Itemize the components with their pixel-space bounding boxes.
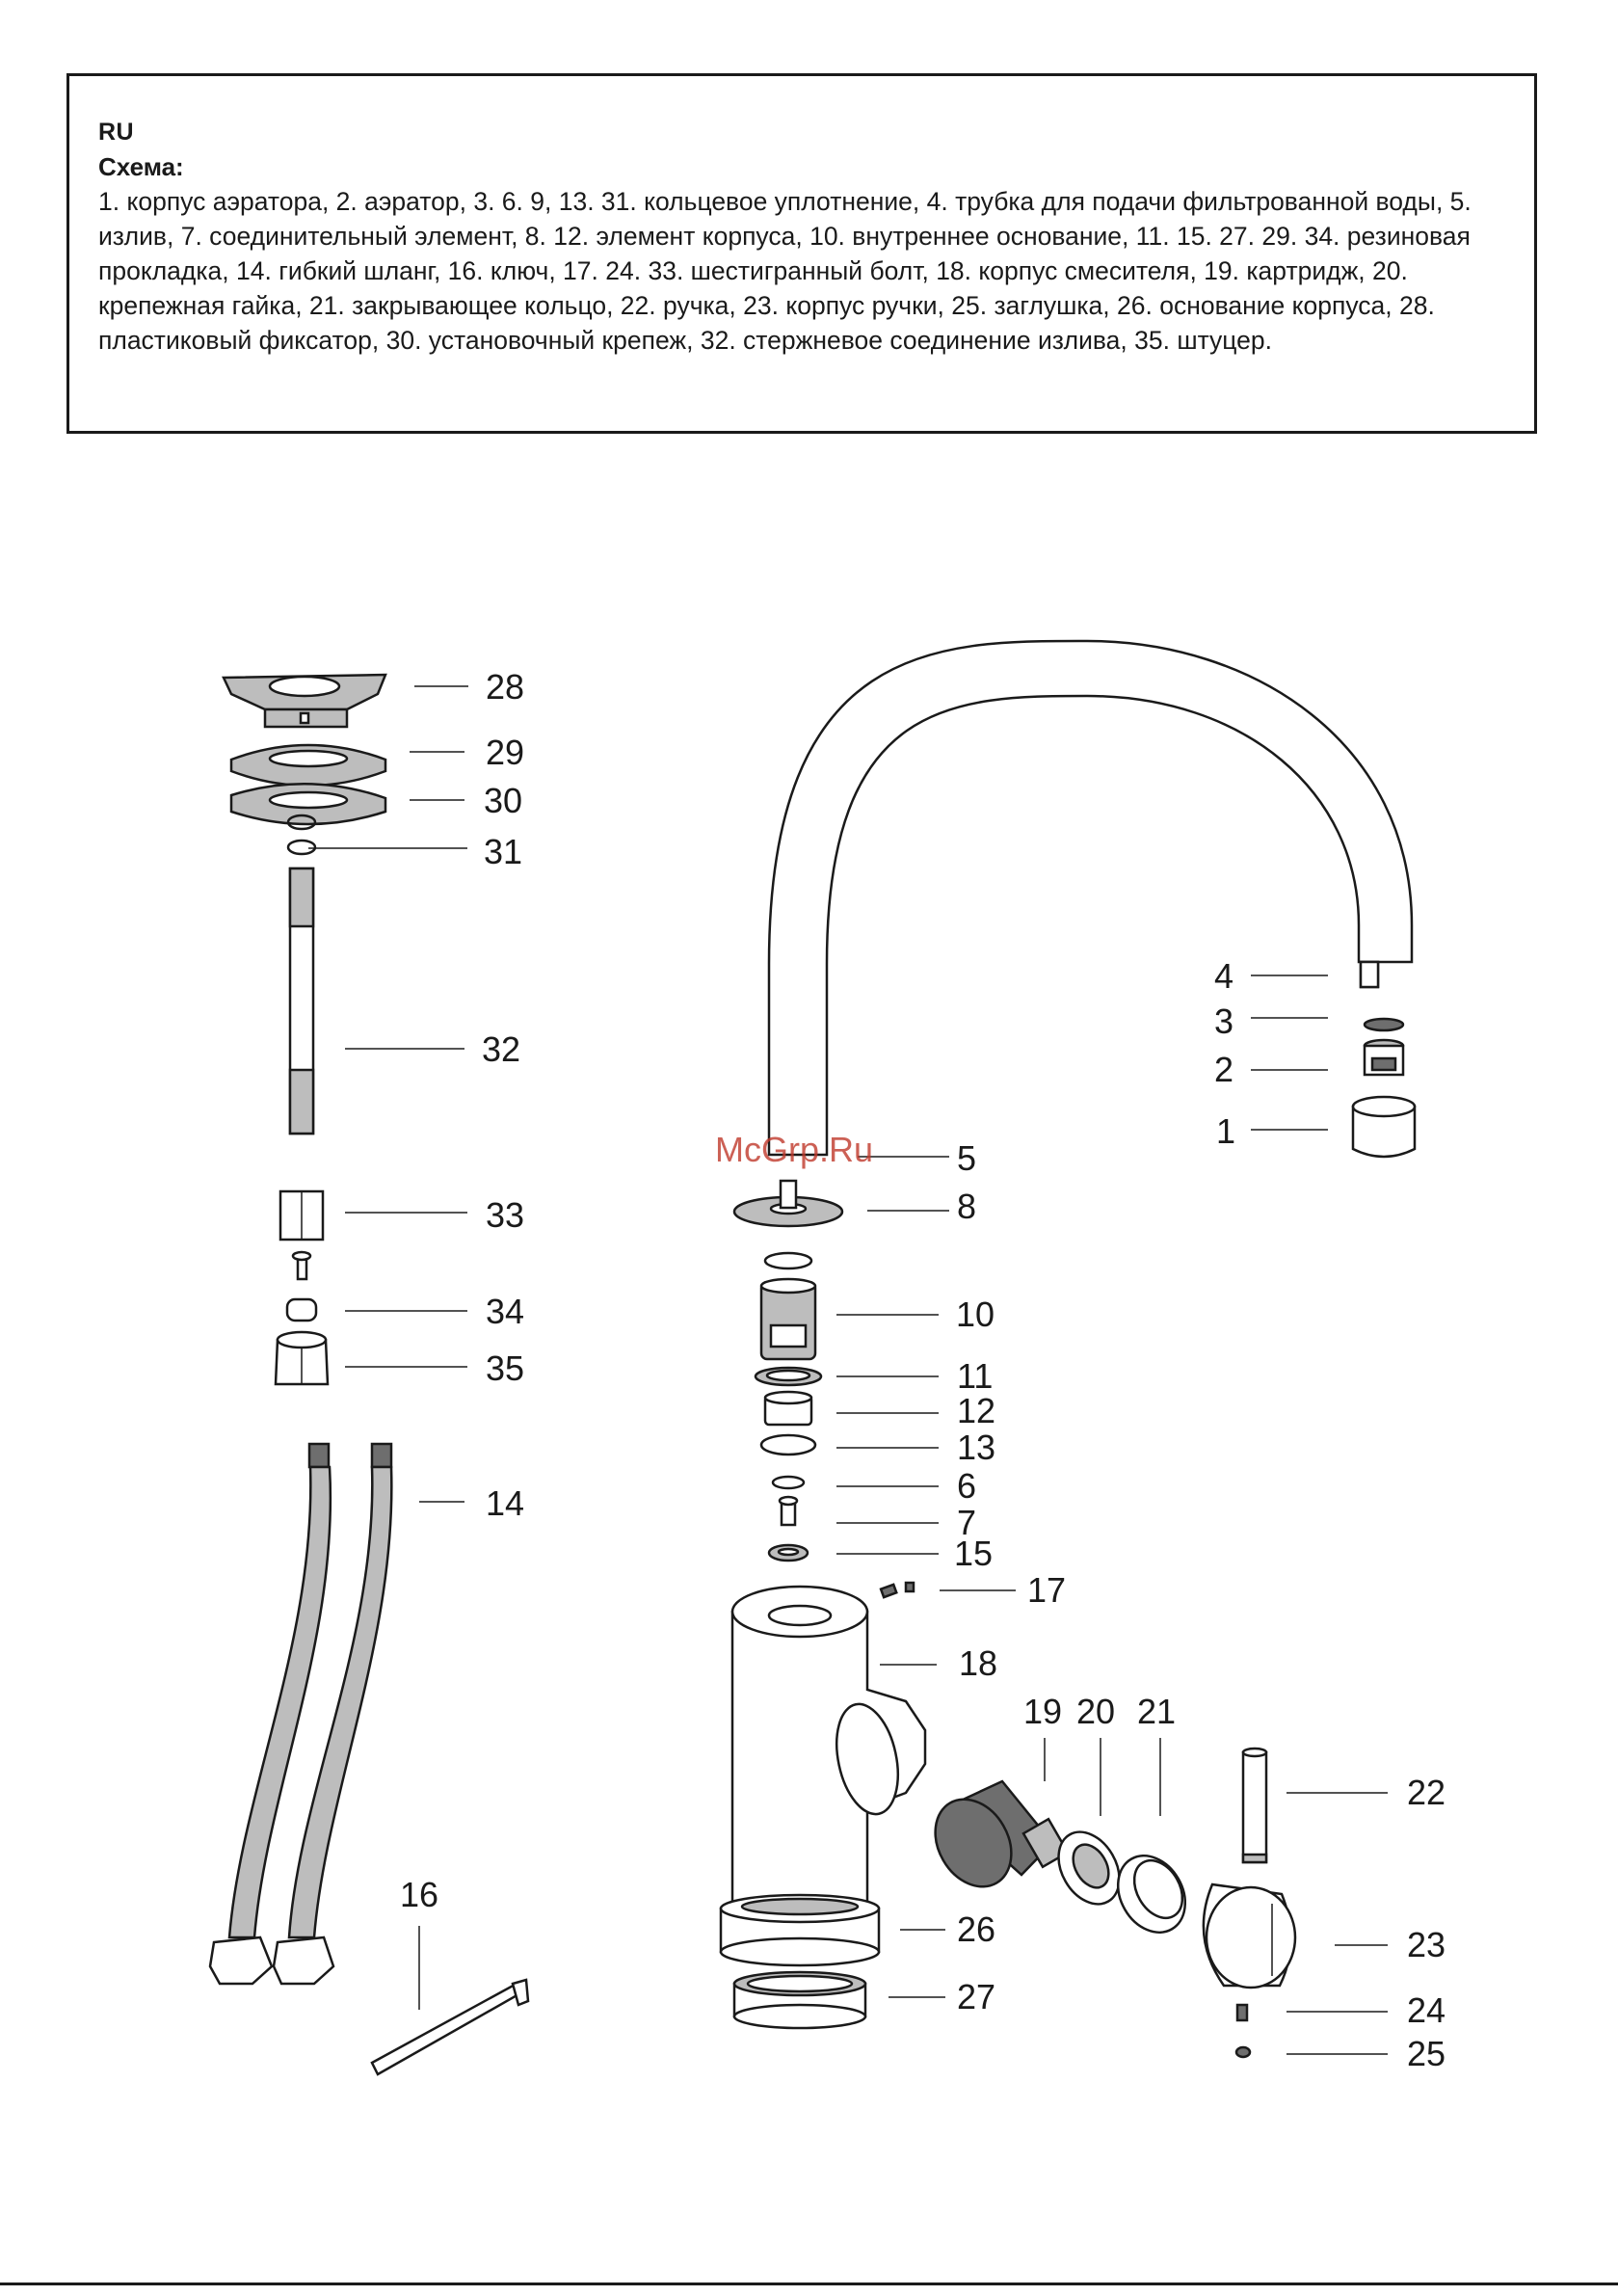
part-18-mixer-body [730, 1585, 927, 1915]
part-28-plastic-retainer [222, 673, 387, 729]
callout-25: 25 [1407, 2034, 1446, 2073]
page-bottom-rule [0, 2283, 1618, 2285]
part-9-o-ring [763, 1251, 813, 1270]
callout-6: 6 [957, 1466, 976, 1506]
part-32-spout-rod [288, 867, 315, 1135]
callout-16: 16 [400, 1875, 438, 1914]
callout-30: 30 [484, 781, 522, 820]
part-21-closing-ring [1116, 1855, 1187, 1934]
part-8-body-element [732, 1179, 844, 1228]
watermark: McGrp.Ru [715, 1130, 873, 1169]
callout-31: 31 [484, 832, 522, 871]
callout-5: 5 [957, 1138, 976, 1178]
callout-1: 1 [1216, 1111, 1235, 1151]
scheme-title: Схема: [98, 152, 184, 181]
legend-box: RU Схема: 1. корпус аэратора, 2. аэратор… [66, 73, 1537, 434]
callout-13: 13 [957, 1428, 995, 1467]
part-24-hex-bolt [1235, 2003, 1249, 2022]
callout-11: 11 [957, 1356, 993, 1396]
part-2-aerator [1363, 1038, 1405, 1077]
callout-17: 17 [1027, 1570, 1066, 1610]
callout-21: 21 [1137, 1692, 1176, 1731]
part-29-rubber-gasket [229, 743, 387, 788]
part-19-cartridge [934, 1779, 1070, 1888]
part-3-o-ring [1363, 1017, 1405, 1032]
callout-15: 15 [954, 1534, 993, 1573]
part-4-filter-tube [1359, 960, 1380, 989]
part-17-hex-bolts [879, 1581, 915, 1599]
callout-20: 20 [1076, 1692, 1115, 1731]
callout-23: 23 [1407, 1925, 1446, 1964]
callout-4: 4 [1214, 956, 1233, 996]
part-27-gasket [732, 1970, 867, 2030]
part-30-mounting-bracket [229, 782, 387, 826]
scheme-legend-text: 1. корпус аэратора, 2. аэратор, 3. 6. 9,… [98, 187, 1472, 355]
language-code: RU [98, 119, 135, 146]
part-26-body-base [719, 1893, 881, 1967]
callout-26: 26 [957, 1909, 995, 1949]
part-33-hex-bolt [279, 1189, 325, 1241]
part-22-handle [1241, 1747, 1268, 1864]
part-31-o-rings [286, 814, 317, 856]
part-5-spout [767, 639, 1414, 1157]
part-33-pin [291, 1250, 312, 1281]
callout-28: 28 [486, 667, 524, 707]
part-1-aerator-housing [1351, 1095, 1417, 1159]
callout-27: 27 [957, 1977, 995, 2016]
callout-33: 33 [486, 1195, 524, 1235]
callout-35: 35 [486, 1348, 524, 1388]
part-11-gasket [754, 1366, 823, 1387]
leader-lines [308, 685, 1388, 2055]
callout-29: 29 [486, 733, 524, 772]
part-23-handle-body [1202, 1882, 1297, 1989]
callout-22: 22 [1407, 1773, 1446, 1812]
callout-10: 10 [956, 1295, 995, 1334]
callout-2: 2 [1214, 1050, 1233, 1089]
callout-3: 3 [1214, 1001, 1233, 1041]
callout-19: 19 [1023, 1692, 1062, 1731]
part-6-o-ring [771, 1475, 806, 1490]
callout-12: 12 [957, 1391, 995, 1430]
part-15-gasket [767, 1543, 809, 1562]
callout-8: 8 [957, 1187, 976, 1226]
part-25-plug [1234, 2045, 1252, 2059]
part-34-gasket [285, 1297, 318, 1322]
callout-32: 32 [482, 1029, 520, 1069]
callout-14: 14 [486, 1483, 524, 1523]
part-16-hex-key [370, 1978, 530, 2076]
callout-labels: 28 29 30 31 32 33 34 35 14 16 5 8 10 11 … [400, 667, 1446, 2073]
callout-7: 7 [957, 1503, 976, 1542]
part-12-body-element [763, 1390, 813, 1427]
part-10-inner-base [759, 1277, 817, 1361]
callout-18: 18 [959, 1643, 997, 1683]
callout-34: 34 [486, 1292, 524, 1331]
part-35-fitting [274, 1330, 330, 1386]
part-7-connector [778, 1495, 799, 1527]
part-20-retaining-nut [1057, 1830, 1121, 1906]
part-13-o-ring [759, 1433, 817, 1456]
callout-24: 24 [1407, 1990, 1446, 2030]
part-14-flexible-hoses [208, 1442, 393, 1986]
